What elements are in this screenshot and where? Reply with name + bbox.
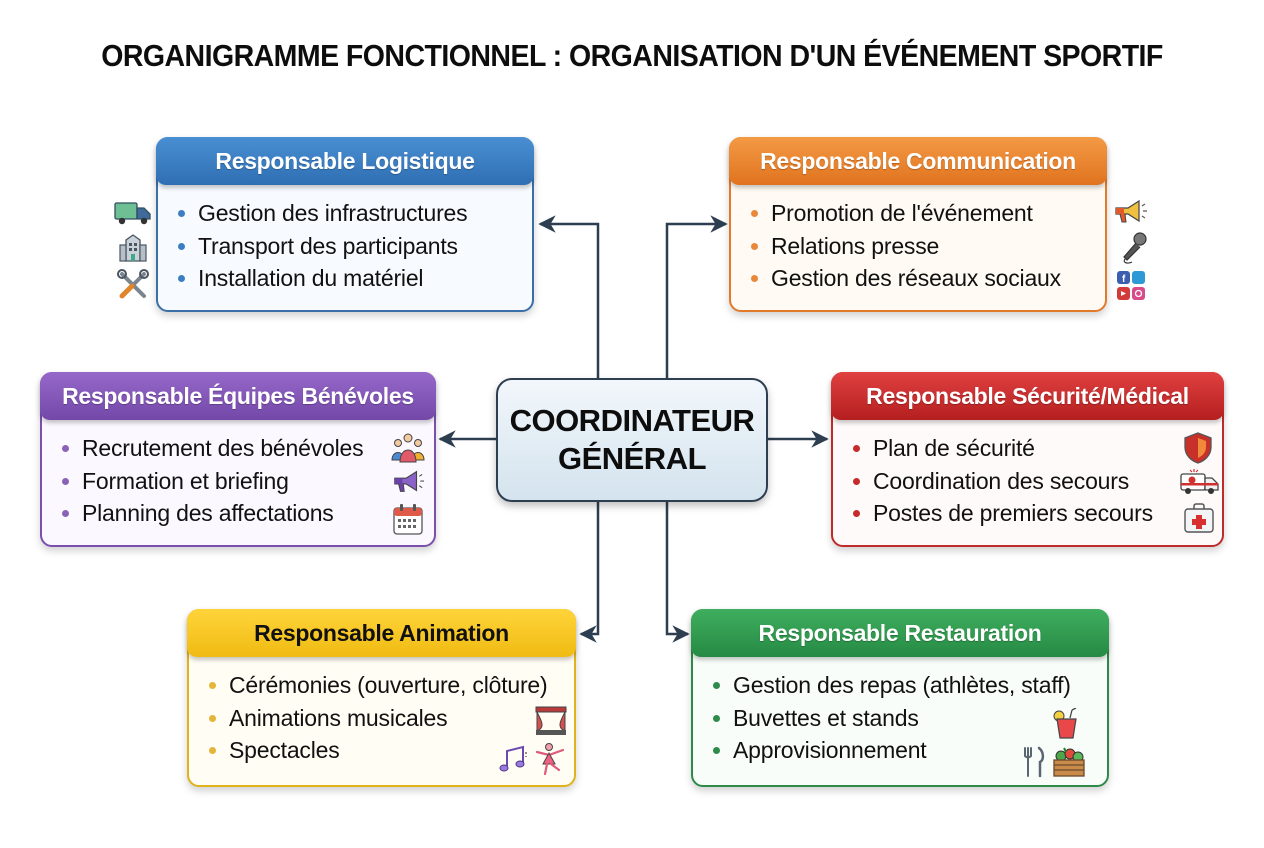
node-benevoles: Responsable Équipes Bénévoles Recrutemen… bbox=[40, 372, 436, 547]
megaphone-icon bbox=[394, 470, 425, 492]
tools-icon bbox=[117, 269, 149, 299]
music-notes-icon bbox=[499, 745, 527, 772]
microphone-icon bbox=[1123, 232, 1147, 264]
task-item: Gestion des repas (athlètes, staff) bbox=[713, 669, 1107, 702]
social-media-icon: f bbox=[1117, 271, 1145, 300]
task-item: Promotion de l'événement bbox=[751, 197, 1105, 230]
node-title: Responsable Logistique bbox=[156, 137, 534, 185]
task-list: Gestion des infrastructures Transport de… bbox=[158, 185, 532, 295]
megaphone-icon bbox=[1115, 199, 1147, 223]
task-item: Spectacles bbox=[209, 734, 574, 767]
svg-text:f: f bbox=[1122, 274, 1126, 285]
node-title: Responsable Restauration bbox=[691, 609, 1109, 657]
task-item: Animations musicales bbox=[209, 702, 574, 735]
cutlery-icon bbox=[1024, 746, 1045, 778]
task-item: Cérémonies (ouverture, clôture) bbox=[209, 669, 574, 702]
node-securite: Responsable Sécurité/Médical Plan de séc… bbox=[831, 372, 1224, 547]
produce-crate-icon bbox=[1053, 747, 1085, 777]
node-communication: Responsable Communication Promotion de l… bbox=[729, 137, 1107, 312]
task-item: Plan de sécurité bbox=[853, 432, 1222, 465]
task-item: Transport des participants bbox=[178, 230, 532, 263]
task-list: Promotion de l'événement Relations press… bbox=[731, 185, 1105, 295]
coordinator-node: COORDINATEUR GÉNÉRAL bbox=[496, 378, 768, 502]
node-title: Responsable Communication bbox=[729, 137, 1107, 185]
ambulance-icon bbox=[1180, 469, 1219, 494]
task-list: Cérémonies (ouverture, clôture) Animatio… bbox=[189, 657, 574, 767]
page-title: ORGANIGRAMME FONCTIONNEL : ORGANISATION … bbox=[101, 38, 1163, 73]
node-logistique: Responsable Logistique Gestion des infra… bbox=[156, 137, 534, 312]
node-title: Responsable Équipes Bénévoles bbox=[40, 372, 436, 420]
shield-icon bbox=[1184, 432, 1212, 464]
task-list: Recrutement des bénévoles Formation et b… bbox=[42, 420, 434, 530]
truck-icon bbox=[114, 202, 151, 225]
node-restauration: Responsable Restauration Gestion des rep… bbox=[691, 609, 1109, 787]
stage-curtain-icon bbox=[535, 706, 567, 735]
task-item: Approvisionnement bbox=[713, 734, 1107, 767]
coordinator-title-line1: COORDINATEUR bbox=[509, 403, 755, 438]
task-item: Recrutement des bénévoles bbox=[62, 432, 434, 465]
task-item: Planning des affectations bbox=[62, 497, 434, 530]
node-title: Responsable Animation bbox=[187, 609, 576, 657]
task-item: Coordination des secours bbox=[853, 465, 1222, 498]
node-title: Responsable Sécurité/Médical bbox=[831, 372, 1224, 420]
calendar-icon bbox=[393, 504, 423, 535]
node-animation: Responsable Animation Cérémonies (ouvert… bbox=[187, 609, 576, 787]
drink-icon bbox=[1053, 708, 1077, 739]
first-aid-kit-icon bbox=[1184, 503, 1214, 533]
task-item: Postes de premiers secours bbox=[853, 497, 1222, 530]
building-icon bbox=[119, 234, 147, 262]
coordinator-title-line2: GÉNÉRAL bbox=[557, 441, 707, 476]
task-item: Gestion des infrastructures bbox=[178, 197, 532, 230]
task-item: Installation du matériel bbox=[178, 262, 532, 295]
task-item: Buvettes et stands bbox=[713, 702, 1107, 735]
dancer-icon bbox=[535, 743, 565, 776]
task-item: Relations presse bbox=[751, 230, 1105, 263]
people-group-icon bbox=[391, 433, 425, 463]
task-list: Plan de sécurité Coordination des secour… bbox=[833, 420, 1222, 530]
task-item: Gestion des réseaux sociaux bbox=[751, 262, 1105, 295]
task-item: Formation et briefing bbox=[62, 465, 434, 498]
task-list: Gestion des repas (athlètes, staff) Buve… bbox=[693, 657, 1107, 767]
